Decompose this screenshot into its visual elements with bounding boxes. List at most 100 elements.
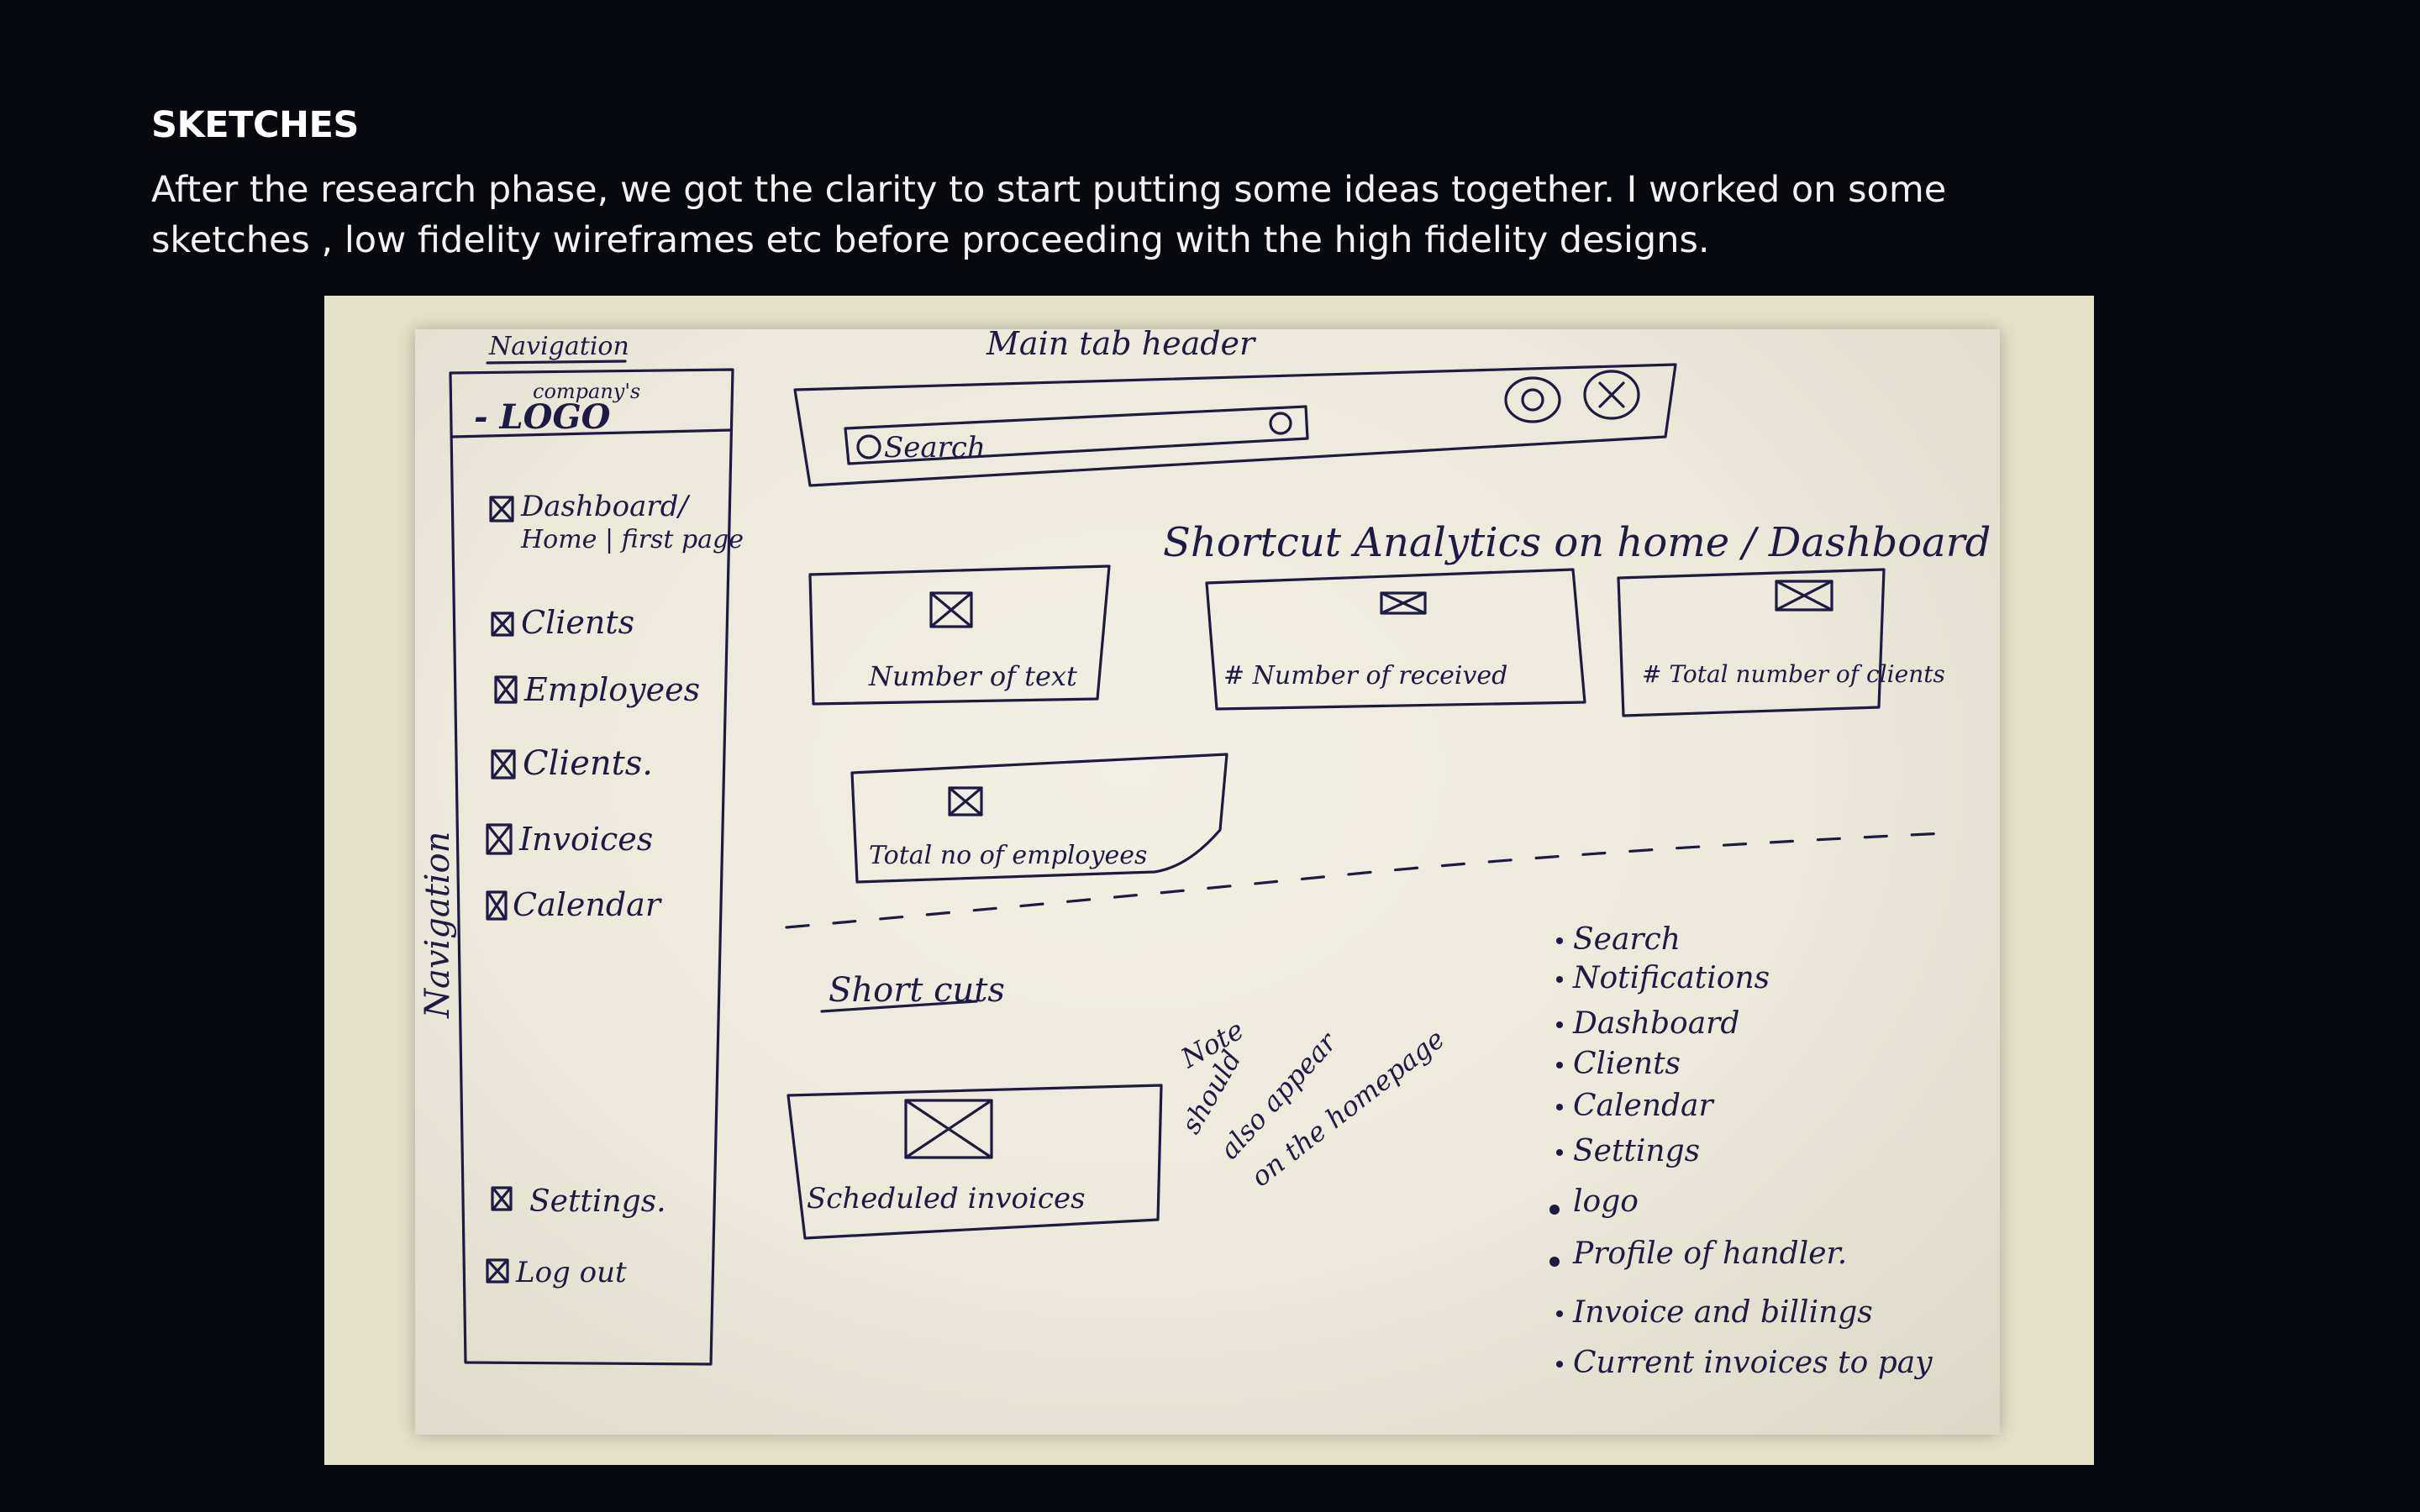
shortcuts-title: Short cuts [829, 971, 1005, 1010]
card-label: # Number of received [1223, 661, 1507, 690]
bullet [1556, 1310, 1563, 1317]
card-image-cross [1380, 591, 1427, 615]
bullet [1556, 937, 1563, 944]
nav-item-label: Clients [521, 604, 634, 641]
nav-item-logout: Log out [486, 1256, 627, 1289]
bullet [1549, 1205, 1560, 1215]
sidebar-frame [449, 368, 734, 1366]
card-frame [1205, 568, 1586, 711]
checklist-item: logo [1573, 1184, 1639, 1219]
analytics-card-1: Number of text [808, 564, 1111, 706]
card-image-cross [929, 591, 973, 628]
nav-checkbox [486, 890, 508, 921]
card-image-placeholder-icon [929, 591, 973, 628]
card-image-placeholder-icon [1380, 591, 1427, 615]
nav-checkbox-cross [487, 1260, 508, 1282]
bullet [1556, 976, 1563, 983]
notification-icon [1504, 376, 1561, 423]
analytics-card-3: # Total number of clients [1617, 568, 1945, 717]
logo-label: - LOGO [474, 397, 611, 437]
checklist-item: Calendar [1573, 1089, 1715, 1123]
nav-item-label: Invoices [518, 821, 653, 858]
sketch-photo: Navigation Main tab header company's - L… [324, 296, 2094, 1465]
profile-icon [1583, 370, 1640, 420]
logo-note: company's [533, 380, 640, 403]
homepage-note: Note should also appear on the homepage [1175, 1013, 1450, 1193]
checklist-item: Current invoices to pay [1573, 1346, 1933, 1380]
analytics-card-4: Total no of employees [850, 753, 1228, 884]
nav-checkbox-cross [496, 677, 516, 702]
bullet [1556, 1149, 1563, 1156]
profile-cross-icon [1598, 381, 1625, 408]
card-image-placeholder-icon [1775, 580, 1833, 612]
search-icon [856, 434, 881, 459]
section-divider [785, 832, 1946, 929]
checklist-item: Invoice and billings [1572, 1295, 1873, 1330]
section-description: After the research phase, we got the cla… [151, 165, 2302, 265]
nav-checkbox [491, 1186, 513, 1211]
nav-item-label: Calendar [513, 886, 663, 923]
checklist-item: Settings [1573, 1134, 1700, 1168]
nav-checkbox-cross [492, 751, 514, 778]
card-image-cross [1775, 580, 1833, 612]
sketch-paper: Navigation Main tab header company's - L… [415, 325, 2000, 1435]
header-bar [793, 363, 1677, 487]
checklist-item: Profile of handler. [1572, 1236, 1847, 1271]
nav-item-label: Log out [515, 1256, 627, 1289]
shortcut-card-label: Scheduled invoices [807, 1182, 1086, 1215]
analytics-card-2: # Number of received [1205, 568, 1586, 711]
bullet [1556, 1104, 1563, 1110]
nav-item-clients: Clients [491, 604, 634, 641]
nav-item-settings: Settings. [491, 1184, 666, 1219]
nav-item-label: Settings. [529, 1184, 666, 1219]
nav-checkbox-cross [491, 497, 513, 521]
nav-title-label: Navigation [488, 332, 629, 361]
bullet [1556, 1361, 1563, 1368]
description-line-1: After the research phase, we got the cla… [151, 169, 1947, 211]
card-frame [850, 753, 1228, 884]
nav-item-label: Clients. [523, 744, 653, 783]
bullet [1549, 1257, 1560, 1267]
analytics-title: Shortcut Analytics on home / Dashboard [1163, 519, 1991, 566]
card-label: # Total number of clients [1642, 660, 1945, 688]
nav-item-label: Home | first page [520, 525, 744, 554]
card-frame [808, 564, 1111, 706]
notification-inner-icon [1521, 388, 1544, 412]
nav-checkbox-cross [487, 892, 506, 919]
nav-item-label: Dashboard/ [520, 490, 691, 523]
nav-item-employees: Employees [494, 671, 700, 708]
checklist-item: Notifications [1572, 961, 1770, 995]
nav-item-clients-2: Clients. [491, 744, 653, 783]
nav-item-label: Employees [523, 671, 700, 708]
shortcuts-underline [820, 1000, 978, 1013]
checklist-item: Search [1573, 922, 1681, 957]
search-field [844, 405, 1309, 465]
card-label: Number of text [868, 660, 1077, 692]
description-line-2: sketches , low fidelity wireframes etc b… [151, 219, 1710, 261]
wireframe-sketch: Navigation Main tab header company's - L… [418, 325, 1991, 1380]
nav-side-label: Navigation [418, 832, 457, 1019]
nav-checkbox-cross [492, 613, 513, 635]
card-image-placeholder-icon [948, 786, 983, 816]
card-frame [1617, 568, 1886, 717]
section-title: SKETCHES [151, 104, 359, 146]
nav-item-calendar: Calendar [486, 886, 663, 923]
card-image-placeholder-icon [904, 1099, 993, 1159]
checklist-item: Dashboard [1572, 1006, 1739, 1041]
card-label: Total no of employees [869, 841, 1147, 870]
sidebar-divider [450, 428, 733, 438]
bullet [1556, 1062, 1563, 1068]
card-image-cross [904, 1099, 993, 1159]
shortcut-card-scheduled-invoices: Scheduled invoices [786, 1084, 1163, 1240]
card-frame [786, 1084, 1163, 1240]
feature-checklist: Search Notifications Dashboard Clients C… [1549, 922, 1933, 1380]
nav-checkbox [494, 675, 518, 704]
search-button-icon [1269, 412, 1292, 435]
nav-checkbox-cross [492, 1188, 511, 1210]
checklist-item: Clients [1573, 1047, 1681, 1081]
nav-checkbox [486, 1258, 509, 1284]
nav-title-underline [486, 360, 627, 365]
nav-checkbox [491, 749, 516, 780]
nav-checkbox [486, 823, 513, 855]
nav-item-dashboard: Dashboard/ Home | first page [489, 490, 744, 554]
